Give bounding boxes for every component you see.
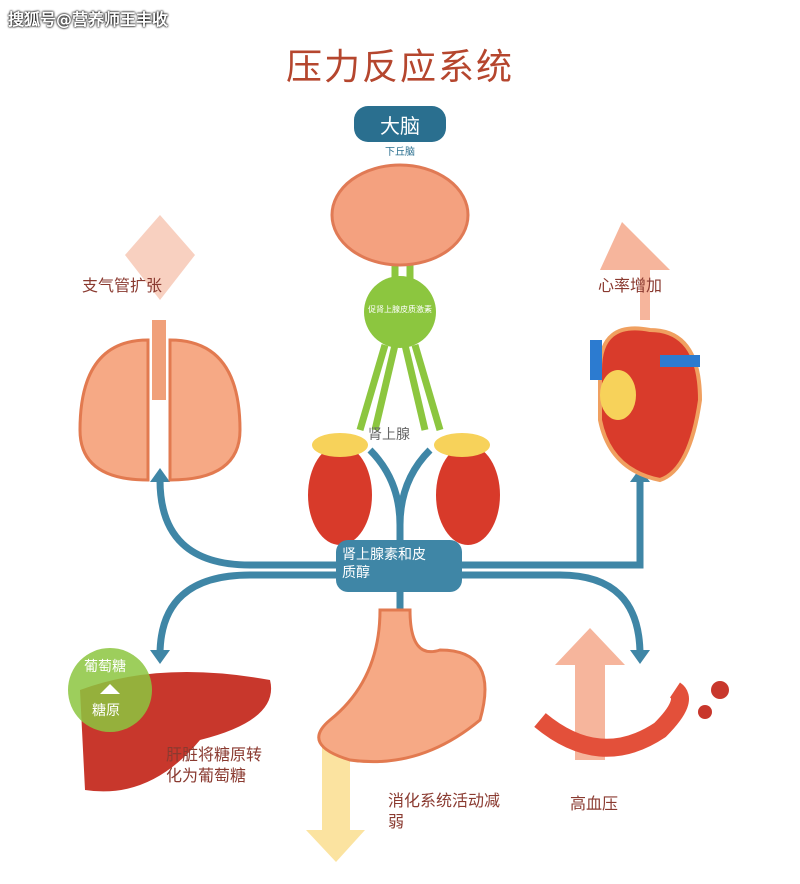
liver-caption: 肝脏将糖原转化为葡萄糖 bbox=[166, 744, 262, 786]
watermark: 搜狐号@营养师王丰收 bbox=[8, 10, 169, 29]
glycogen-label: 糖原 bbox=[92, 703, 120, 719]
hormone-line1: 肾上腺素和皮 bbox=[342, 547, 426, 563]
liver-caption-line1: 肝脏将糖原转 bbox=[166, 745, 263, 764]
page-title: 压力反应系统 bbox=[285, 47, 514, 88]
hormone-line2: 质醇 bbox=[342, 565, 370, 581]
right-kidney-icon bbox=[436, 445, 500, 545]
bp-label: 高血压 bbox=[570, 794, 619, 813]
stomach-icon bbox=[306, 608, 487, 862]
glucose-label: 葡萄糖 bbox=[84, 659, 126, 675]
heart-icon bbox=[590, 222, 703, 483]
brain-icon bbox=[330, 163, 470, 267]
liver-caption-line2: 化为葡萄糖 bbox=[166, 766, 247, 785]
left-kidney-icon bbox=[308, 445, 372, 545]
stomach-caption-line2: 弱 bbox=[388, 812, 405, 831]
hormone-label: 肾上腺素和皮质醇 bbox=[342, 546, 426, 582]
hypothalamus-label: 下丘脑 bbox=[385, 147, 415, 158]
brain-badge bbox=[354, 106, 446, 142]
liver-icon bbox=[68, 648, 272, 792]
brain-label: 大脑 bbox=[380, 114, 420, 138]
lungs-icon bbox=[78, 215, 242, 482]
hormone-box bbox=[336, 540, 462, 592]
acth-circle bbox=[364, 276, 436, 348]
blood-vessel-icon bbox=[534, 628, 729, 760]
acth-label: 促肾上腺皮质激素 bbox=[368, 305, 432, 314]
heart-label: 心率增加 bbox=[598, 276, 663, 295]
adrenal-label: 肾上腺 bbox=[368, 427, 410, 443]
stomach-caption: 消化系统活动减弱 bbox=[388, 790, 500, 832]
stomach-caption-line1: 消化系统活动减 bbox=[388, 791, 501, 810]
lungs-label: 支气管扩张 bbox=[82, 276, 163, 295]
